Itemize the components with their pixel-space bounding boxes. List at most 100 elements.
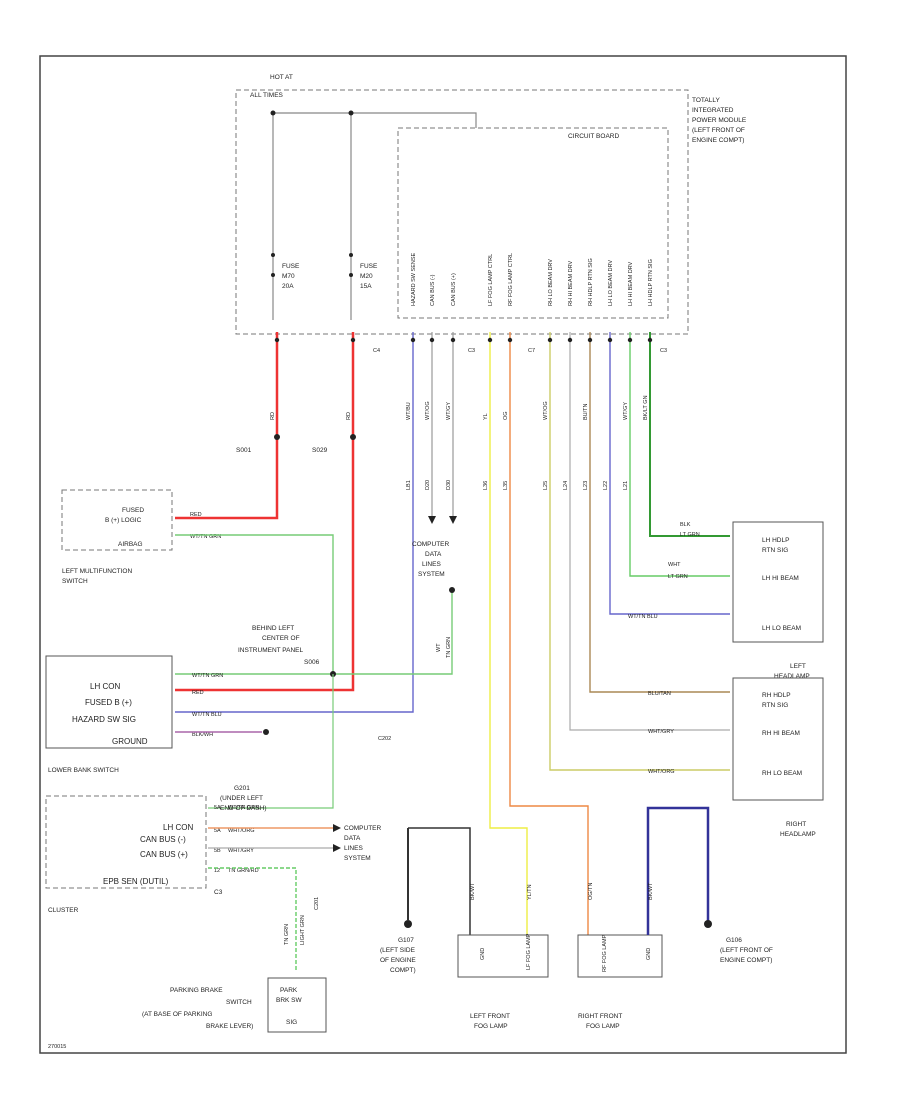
fog-wire-4: BK/WT bbox=[648, 882, 654, 900]
tipm-title-5: ENGINE COMPT) bbox=[692, 137, 744, 144]
lmf-name-2: SWITCH bbox=[62, 578, 88, 585]
cluster-connector: C3 bbox=[214, 889, 223, 896]
circuit-pin-label: LH LO BEAM DRV bbox=[608, 260, 614, 306]
splice-wire-2: TN GRN bbox=[446, 637, 452, 658]
wire-color-label: YL bbox=[483, 413, 489, 420]
lmf-airbag: AIRBAG bbox=[118, 541, 143, 548]
cluster-wire-4: TN GRN/RD bbox=[228, 868, 259, 874]
g106-2: (LEFT FRONT OF bbox=[720, 947, 773, 954]
pb-box-2: BRK SW bbox=[276, 997, 303, 1004]
lf-fog-lamp bbox=[457, 934, 549, 978]
wire-color-label: BU/TN bbox=[583, 403, 589, 420]
red-wire-2 bbox=[175, 332, 355, 692]
rh-wire-2: WHT/GRY bbox=[648, 729, 674, 735]
cluster-pin-4: 12 bbox=[214, 868, 220, 874]
rf-fog-name-2: FOG LAMP bbox=[586, 1023, 620, 1030]
fog-wire-1: BK/WT bbox=[470, 882, 476, 900]
cluster-wire-2: WHT/ORG bbox=[228, 828, 255, 834]
connector-dot bbox=[547, 337, 553, 343]
rh-name-2: HEADLAMP bbox=[780, 831, 816, 838]
circuit-board-label: CIRCUIT BOARD bbox=[568, 133, 619, 140]
lh-headlamp bbox=[732, 521, 824, 643]
connector-dot bbox=[647, 337, 653, 343]
rf-fog-name-1: RIGHT FRONT bbox=[578, 1013, 622, 1020]
lmf-wire1: RED bbox=[190, 512, 202, 518]
lf-fog-name-2: FOG LAMP bbox=[474, 1023, 508, 1030]
wire-code-label: L36 bbox=[483, 481, 489, 490]
connector-c4-a: C4 bbox=[373, 348, 380, 354]
wire-lh-lo bbox=[609, 332, 730, 615]
cluster-pin-1: 5A bbox=[214, 805, 221, 811]
splice-wire-1: WT bbox=[436, 643, 442, 652]
lbs-wire-2: RED bbox=[192, 690, 204, 696]
connector-c3-a: C3 bbox=[468, 348, 475, 354]
behind-1: BEHIND LEFT bbox=[252, 625, 294, 632]
g201-3: END OF DASH) bbox=[220, 805, 267, 812]
lbs-row-1: LH CON bbox=[90, 682, 120, 691]
svg-text:15A: 15A bbox=[360, 283, 372, 290]
circuit-pin-label: RH LO BEAM DRV bbox=[548, 259, 554, 306]
lh-wire-2: LT GRN bbox=[680, 532, 700, 538]
g107-4: COMPT) bbox=[390, 967, 416, 974]
green-wire-lmf bbox=[175, 534, 334, 675]
wire-code-label: L35 bbox=[503, 481, 509, 490]
lh-row-4: LH LO BEAM bbox=[762, 625, 801, 632]
lh-row-2: RTN SIG bbox=[762, 547, 788, 554]
wire-color-label: WT/GY bbox=[446, 402, 452, 420]
pb-wire-3: C201 bbox=[314, 897, 320, 910]
cluster-row-4: EPB SEN (DUTIL) bbox=[103, 877, 169, 886]
lbs-row-3: HAZARD SW SIG bbox=[72, 715, 136, 724]
lf-fog-pin-2: LF FOG LAMP bbox=[526, 933, 532, 970]
rh-row-4: RH LO BEAM bbox=[762, 770, 802, 777]
rf-fog-pin-2: GND bbox=[646, 948, 652, 960]
circuit-pin-label: RH HDLP RTN SIG bbox=[588, 258, 594, 306]
behind-4: S006 bbox=[304, 659, 320, 666]
wire-code-label: LB1 bbox=[406, 480, 412, 490]
connector-dot bbox=[429, 337, 435, 343]
g201-2: (UNDER LEFT bbox=[220, 795, 263, 802]
wire-code-label: L24 bbox=[563, 481, 569, 490]
left-multifunction-switch bbox=[61, 489, 173, 551]
cluster-row-1: LH CON bbox=[163, 823, 193, 832]
lbs-wire-1: WT/TN GRN bbox=[192, 673, 223, 679]
outer-frame bbox=[39, 55, 847, 1054]
wire-code-label: L21 bbox=[623, 481, 629, 490]
connector-dot bbox=[567, 337, 573, 343]
lbs-name: LOWER BANK SWITCH bbox=[48, 767, 119, 774]
rf-fog-pin-1: RF FOG LAMP bbox=[602, 934, 608, 972]
connector-dot bbox=[410, 337, 416, 343]
svg-text:M20: M20 bbox=[360, 273, 373, 280]
cdl-3: LINES bbox=[422, 561, 441, 568]
behind-3: INSTRUMENT PANEL bbox=[238, 647, 304, 654]
circuit-pin-label: CAN BUS (-) bbox=[430, 274, 436, 306]
svg-text:FUSE: FUSE bbox=[282, 263, 300, 270]
wire-lf-fog bbox=[489, 332, 528, 935]
tipm-connector-dots bbox=[274, 337, 653, 343]
cdl2-2: DATA bbox=[344, 835, 361, 842]
rh-row-3: RH HI BEAM bbox=[762, 730, 800, 737]
tipm-title-3: POWER MODULE bbox=[692, 117, 747, 124]
connector-c3-b: C3 bbox=[660, 348, 667, 354]
tipm-title-1: TOTALLY bbox=[692, 97, 720, 104]
wire-lh-hi bbox=[629, 332, 730, 577]
cluster-pin-3: 5B bbox=[214, 848, 221, 854]
all-times-label: ALL TIMES bbox=[250, 92, 284, 99]
rh-wire-3: WHT/ORG bbox=[648, 769, 675, 775]
lh-wire-1: BLK bbox=[680, 522, 691, 528]
fog-wire-2: YL/TN bbox=[527, 884, 533, 900]
rh-wire-1: BLU/TAN bbox=[648, 691, 671, 697]
tipm-title-2: INTEGRATED bbox=[692, 107, 734, 114]
lh-wire-3: WHT bbox=[668, 562, 681, 568]
fuse-m20: FUSE M20 15A bbox=[349, 253, 378, 290]
wire-rh-lo bbox=[549, 332, 730, 771]
circuit-pin-label: LH HDLP RTN SIG bbox=[648, 259, 654, 306]
lh-wire-4: LT GRN bbox=[668, 574, 688, 580]
lh-row-3: LH HI BEAM bbox=[762, 575, 799, 582]
lmf-wire2: WT/TN GRN bbox=[190, 534, 221, 540]
wire-color-label: OG bbox=[503, 411, 509, 420]
wire-code-label: L23 bbox=[583, 481, 589, 490]
circuit-pin-label: HAZARD SW SENSE bbox=[411, 252, 417, 306]
cluster-box bbox=[45, 795, 207, 889]
